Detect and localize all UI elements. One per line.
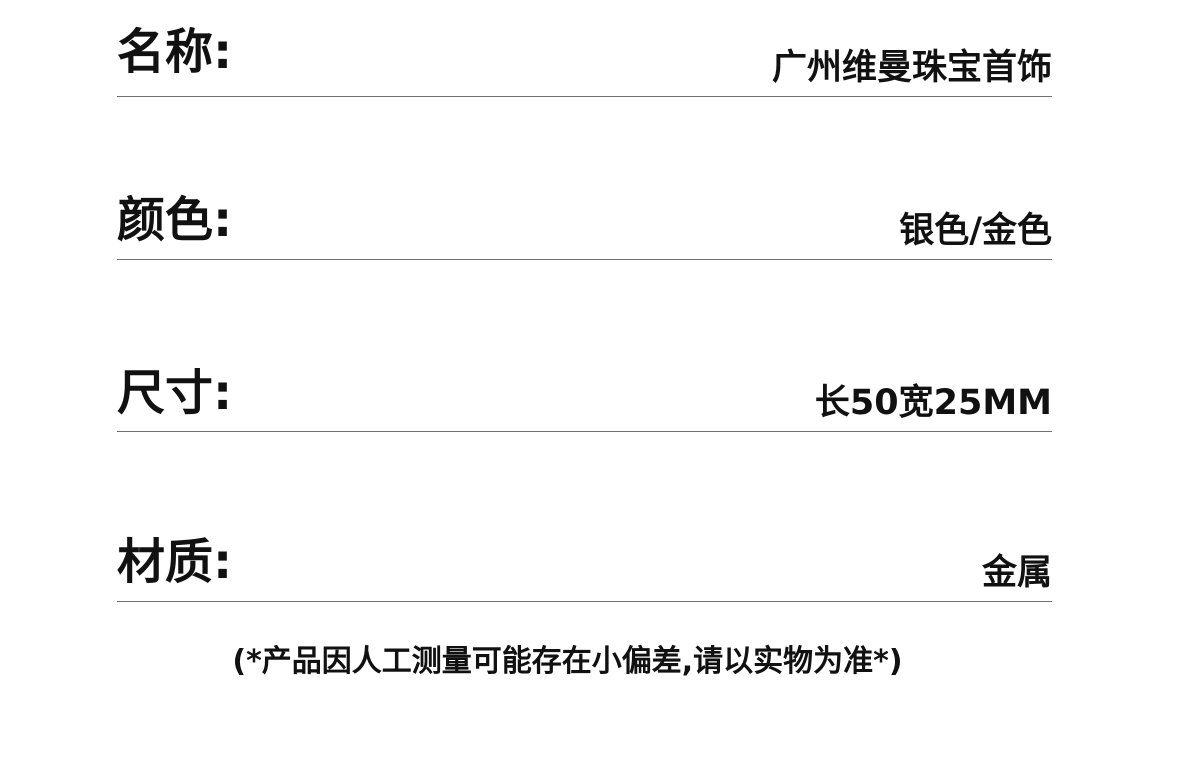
spec-label-material: 材质: xyxy=(117,534,233,590)
spec-value-color: 银色/金色 xyxy=(899,211,1052,251)
spec-label-size: 尺寸: xyxy=(117,365,233,421)
spec-row-material: 材质: 金属 xyxy=(117,538,1052,602)
spec-row-color: 颜色: 银色/金色 xyxy=(117,196,1052,260)
spec-row-size: 尺寸: 长50宽25MM xyxy=(117,369,1052,432)
spec-label-name: 名称: xyxy=(117,24,233,80)
spec-value-size: 长50宽25MM xyxy=(814,383,1052,423)
spec-row-name: 名称: 广州维曼珠宝首饰 xyxy=(117,28,1052,97)
spec-value-material: 金属 xyxy=(981,553,1052,593)
spec-label-color: 颜色: xyxy=(117,192,233,248)
spec-value-name: 广州维曼珠宝首饰 xyxy=(771,48,1052,88)
disclaimer-note: (*产品因人工测量可能存在小偏差,请以实物为准*) xyxy=(232,644,903,679)
